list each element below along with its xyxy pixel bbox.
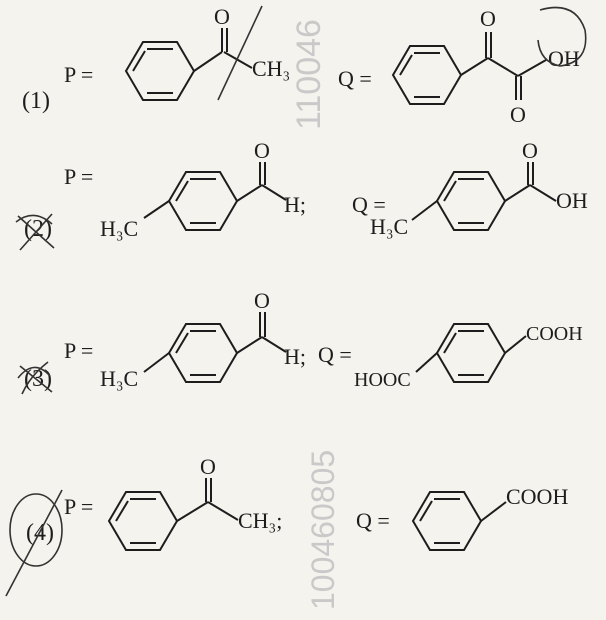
option-2-p-methyl-bond [143,200,170,219]
option-3-p-group: H; [284,344,306,369]
option-3-p-bond-2 [261,336,287,353]
watermark-top: 110046 [290,19,328,130]
option-4-q-label: Q = [356,508,390,533]
option-3-q-label: Q = [318,342,352,367]
option-3-q-benzene-ring [435,323,507,383]
option-1-p-bond [193,51,223,72]
option-4-p-group: CH₃; [238,508,282,533]
option-4-p-label: P = [64,494,93,519]
option-1-q-bond-3 [517,59,547,77]
option-1[interactable]: (1) P = O CH₃ Q = O O OH [22,4,587,127]
option-4-p-bond [176,501,209,522]
option-2-q-bond-2 [529,184,557,202]
option-2-q-label: Q = [352,192,386,217]
option-3-p-oxygen: O [254,288,270,313]
option-2-p-methyl: H₃C [100,216,138,241]
option-3-p-methyl: H₃C [100,366,138,391]
option-2-q-benzene-ring [435,171,507,231]
watermark-bottom: 100460805 [305,450,341,610]
option-3-cross-mark [17,361,53,395]
option-2-q-methyl-bond [411,200,438,221]
option-4[interactable]: (4) P = O CH₃; Q = COOH [5,454,568,597]
option-4-p-bond-2 [207,501,239,521]
option-2-cross-mark [15,213,55,251]
option-2-q-oxygen: O [522,138,538,163]
option-1-q-oxygen-top: O [480,6,496,31]
option-3-q-left-group: HOOC [354,369,411,391]
option-2-p-benzene-ring [167,171,239,231]
option-3-q-left-bond [415,352,438,373]
option-2-p-bond-2 [261,184,287,201]
option-4-p-benzene-ring [107,491,179,551]
option-2-p-group: H; [284,192,306,217]
option-1-p-bond-2 [223,51,253,69]
option-2[interactable]: (2) P = H₃C O H; Q = H₃C O OH [15,138,588,251]
option-2-q-methyl: H₃C [370,214,408,239]
option-3[interactable]: (3) P = H₃C O H; Q = HOOC COOH [17,288,583,395]
option-2-q-group: OH [556,188,588,213]
option-1-p-label: P = [64,62,93,87]
option-4-q-benzene-ring [411,491,483,551]
option-1-q-label: Q = [338,66,372,91]
option-1-number: (1) [22,88,50,114]
option-1-q-oxygen-bottom: O [510,102,526,127]
option-3-q-right-bond [504,335,527,354]
option-3-q-right-group: COOH [526,323,583,345]
option-1-pen-scribble [537,6,587,67]
option-1-q-bond [460,57,489,76]
option-2-p-label: P = [64,164,93,189]
option-4-circle-mark [9,493,63,567]
option-3-p-bond [236,336,263,354]
option-3-p-methyl-bond [143,352,170,373]
option-1-q-group: OH [548,46,580,71]
option-3-p-label: P = [64,338,93,363]
option-2-p-oxygen: O [254,138,270,163]
option-1-p-benzene-ring [124,41,196,101]
option-4-strike-mark [5,489,63,597]
option-1-q-bond-2 [487,57,519,77]
option-2-q-bond [504,184,531,202]
option-4-q-group: COOH [506,484,568,509]
option-1-p-group: CH₃ [252,56,290,81]
option-2-p-bond [236,184,263,202]
option-4-p-oxygen: O [200,454,216,479]
option-3-p-benzene-ring [167,323,239,383]
option-4-q-bond [480,501,507,522]
option-1-p-oxygen: O [214,4,230,29]
option-1-strike-mark [217,5,263,101]
option-1-q-benzene-ring [391,45,463,105]
